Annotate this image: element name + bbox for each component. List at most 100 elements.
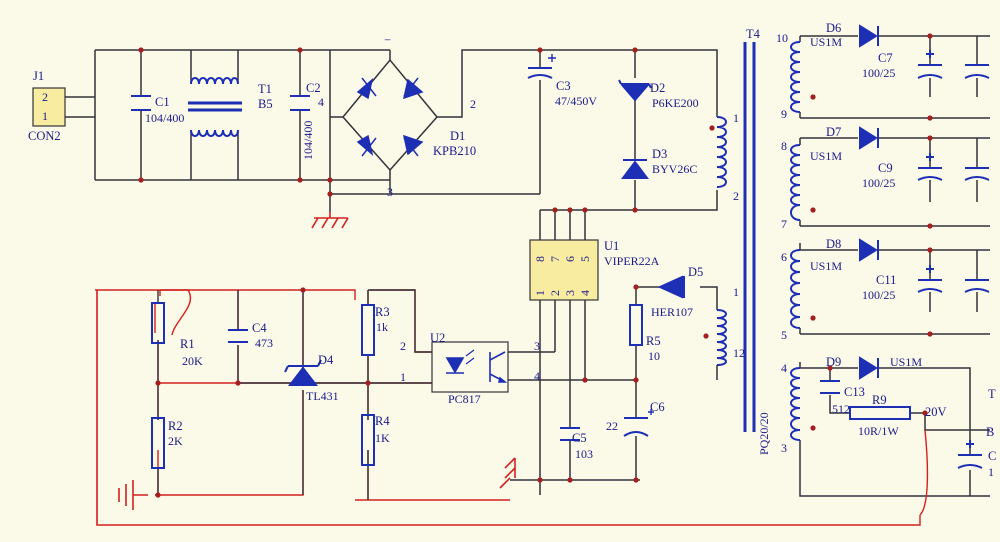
diode-d5 (657, 275, 685, 299)
u2-part: PC817 (448, 392, 481, 406)
c6-value: 22 (606, 419, 618, 433)
capacitor-c6 (623, 409, 654, 437)
u1-pin8: 8 (533, 256, 547, 262)
c2-ref: C2 (306, 81, 321, 95)
wires (65, 35, 990, 497)
t4-pin3: 3 (781, 441, 787, 455)
t4-pin10: 10 (776, 31, 788, 45)
r1-value: 20K (182, 354, 203, 368)
d9-part: US1M (890, 355, 922, 369)
u1-pin2: 2 (548, 290, 562, 296)
c1-value: 104/400 (145, 111, 184, 125)
t4-pin12: 12 (733, 346, 745, 360)
j1-part: CON2 (28, 129, 61, 143)
ground-icon-feedback (118, 480, 148, 510)
d5-ref: D5 (688, 265, 703, 279)
d1-ref: D1 (450, 129, 465, 143)
output-voltage-label: 20V (925, 405, 947, 419)
d2-ref: D2 (650, 81, 665, 95)
diode-d3 (621, 159, 649, 179)
c4-value: 473 (255, 336, 273, 350)
tvs-diode-d2 (618, 79, 652, 102)
c11-ref: C11 (876, 273, 896, 287)
t4-pin7: 7 (781, 217, 787, 231)
j1-pin2-label: 2 (42, 90, 48, 104)
t4-pin6: 6 (781, 250, 787, 264)
resistor-r3 (361, 304, 375, 356)
c9-ref: C9 (878, 161, 893, 175)
d2-part: P6KE200 (652, 96, 699, 110)
capacitor-c3 (527, 54, 556, 79)
c9-value: 100/25 (862, 176, 895, 190)
capacitor-c4 (228, 329, 248, 343)
r5-ref: R5 (646, 334, 661, 348)
t4-pin5: 5 (781, 328, 787, 342)
resistor-r5 (629, 304, 643, 346)
r1-ref: R1 (180, 337, 195, 351)
t1-value: B5 (258, 97, 273, 111)
c6-ref: C6 (650, 400, 665, 414)
c5-value: 103 (575, 447, 593, 461)
j1-ref: J1 (33, 69, 44, 83)
output-diodes (859, 24, 879, 380)
ic-u1-viper22a: 8 7 6 5 1 2 3 4 (529, 239, 599, 301)
d8-ref: D8 (826, 237, 841, 251)
u1-ref: U1 (604, 239, 619, 253)
d1-minus-label: − (384, 33, 391, 47)
u1-pin3: 3 (563, 290, 577, 296)
r4-ref: R4 (375, 414, 390, 428)
resistor-r4 (361, 414, 375, 466)
r3-ref: R3 (375, 305, 390, 319)
t4-pin1b: 1 (733, 285, 739, 299)
u1-pin1: 1 (533, 290, 547, 296)
t4-pin4: 4 (781, 361, 787, 375)
r9-ref: R9 (872, 393, 887, 407)
c-partial-label: C (988, 449, 996, 463)
c7-ref: C7 (878, 51, 893, 65)
ground-icon (311, 212, 349, 229)
r2-ref: R2 (168, 419, 183, 433)
r2-value: 2K (168, 434, 183, 448)
u2-ref: U2 (430, 331, 445, 345)
t4-pin1a: 1 (733, 111, 739, 125)
t4-polarity-dots (703, 94, 816, 431)
d1-pin2-label: 2 (470, 97, 476, 111)
ground-icon-bottom (499, 457, 516, 489)
d5-part: HER107 (651, 305, 693, 319)
d7-part: US1M (810, 149, 842, 163)
optocoupler-u2 (431, 341, 509, 393)
capacitor-c5 (560, 427, 580, 441)
d6-ref: D6 (826, 21, 841, 35)
c4-ref: C4 (252, 321, 267, 335)
r5-value: 10 (648, 349, 660, 363)
t4-pin8: 8 (781, 139, 787, 153)
c1-ref: C1 (155, 95, 170, 109)
d4-ref: D4 (318, 353, 334, 367)
connector-j1: 2 1 J1 CON2 (28, 69, 66, 143)
d6-part: US1M (810, 35, 842, 49)
d3-part: BYV26C (652, 162, 697, 176)
d3-ref: D3 (652, 147, 667, 161)
u1-pin4: 4 (578, 290, 592, 296)
d9-ref: D9 (826, 355, 841, 369)
t4-pin9: 9 (781, 107, 787, 121)
c7-value: 100/25 (862, 66, 895, 80)
resistor-r1 (151, 302, 165, 344)
c11-value: 100/25 (862, 288, 895, 302)
d7-ref: D7 (826, 125, 841, 139)
output-capacitors (917, 50, 990, 469)
u1-part: VIPER22A (604, 254, 660, 268)
transformer-t1 (188, 77, 242, 137)
t4-primary-winding (716, 116, 727, 188)
capacitor-c13 (820, 380, 840, 394)
c3-value: 47/450V (555, 94, 597, 108)
bridge-rectifier-d1 (356, 77, 424, 157)
u1-pin6: 6 (563, 256, 577, 262)
c2-value: 104/400 (301, 121, 315, 160)
u2-pin4: 4 (534, 369, 540, 383)
junction-dots (138, 33, 933, 498)
t4-pin2: 2 (733, 189, 739, 203)
d1-pin3-label: 3 (387, 185, 393, 199)
